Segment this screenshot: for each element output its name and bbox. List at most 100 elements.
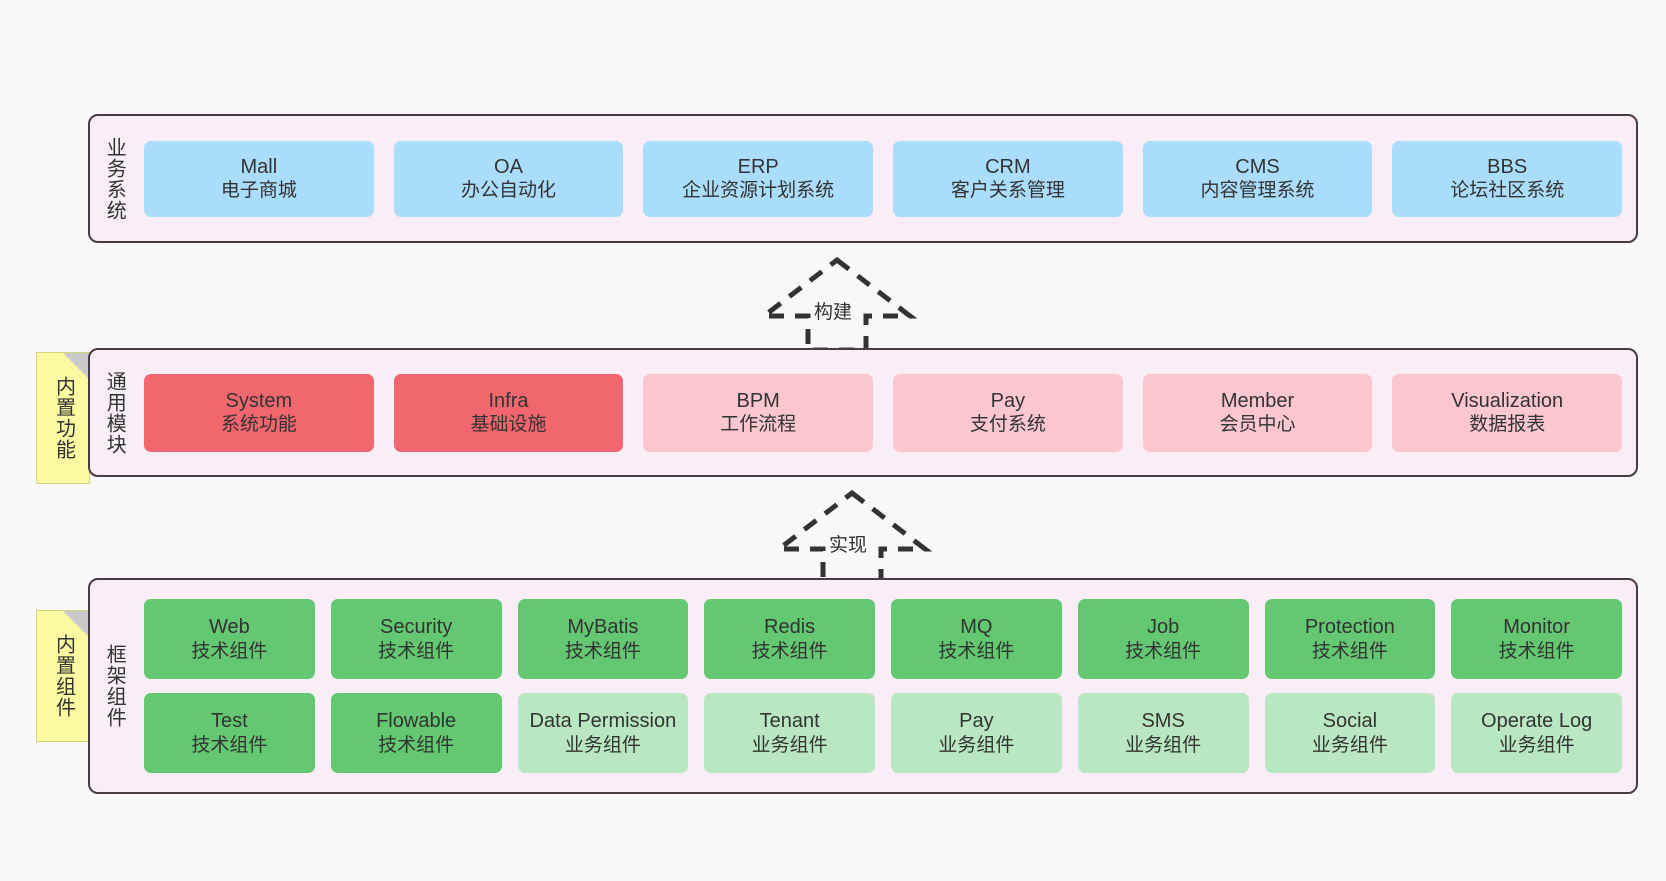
node-mybatis[interactable]: MyBatis 技术组件 <box>517 599 689 679</box>
layer-business-systems: 业务系统 Mall 电子商城 OA 办公自动化 ERP 企业资源计划系统 CRM… <box>88 114 1638 243</box>
node-flowable[interactable]: Flowable 技术组件 <box>330 693 502 773</box>
node-row: Web 技术组件 Security 技术组件 MyBatis 技术组件 Redi… <box>144 599 1622 679</box>
node-infra[interactable]: Infra 基础设施 <box>393 373 624 452</box>
node-label-en: Test <box>211 710 248 733</box>
note-text: 内置功能 <box>52 376 75 460</box>
node-visualization[interactable]: Visualization 数据报表 <box>1392 373 1623 452</box>
node-label-en: Data Permission <box>529 710 677 733</box>
node-label-en: Redis <box>764 616 816 639</box>
folded-corner-icon <box>63 611 89 637</box>
node-label-cn: 业务组件 <box>938 734 1015 756</box>
node-label-cn: 技术组件 <box>751 640 828 662</box>
node-row: Test 技术组件 Flowable 技术组件 Data Permission … <box>144 693 1622 773</box>
layer-title-framework: 框架组件 <box>103 644 126 728</box>
node-label-en: Job <box>1147 616 1180 639</box>
node-label-en: ERP <box>737 155 779 178</box>
node-label-cn: 业务组件 <box>751 734 828 756</box>
node-label-cn: 论坛社区系统 <box>1450 180 1565 202</box>
node-row: System 系统功能 Infra 基础设施 BPM 工作流程 Pay 支付系统… <box>144 373 1623 452</box>
node-social[interactable]: Social 业务组件 <box>1264 693 1436 773</box>
node-job[interactable]: Job 技术组件 <box>1077 599 1249 679</box>
node-bbs[interactable]: BBS 论坛社区系统 <box>1392 140 1623 217</box>
node-label-cn: 电子商城 <box>220 180 297 202</box>
node-label-en: Operate Log <box>1481 710 1593 733</box>
node-cms[interactable]: CMS 内容管理系统 <box>1142 140 1373 217</box>
node-label-cn: 技术组件 <box>938 640 1015 662</box>
node-label-en: Security <box>380 616 453 639</box>
node-label-en: Pay <box>990 389 1026 412</box>
node-test[interactable]: Test 技术组件 <box>144 693 315 773</box>
node-label-en: System <box>225 389 293 412</box>
node-pay-component[interactable]: Pay 业务组件 <box>891 693 1062 773</box>
node-bpm[interactable]: BPM 工作流程 <box>643 373 874 452</box>
layer-body-framework: Web 技术组件 Security 技术组件 MyBatis 技术组件 Redi… <box>138 580 1636 792</box>
node-label-cn: 技术组件 <box>191 734 268 756</box>
node-label-cn: 内容管理系统 <box>1200 180 1315 202</box>
note-builtin-component: 内置组件 <box>36 610 90 742</box>
node-sms[interactable]: SMS 业务组件 <box>1077 693 1249 773</box>
node-label-cn: 支付系统 <box>969 414 1046 436</box>
node-label-en: BPM <box>736 389 780 412</box>
node-label-cn: 业务组件 <box>1311 734 1388 756</box>
node-label-cn: 客户关系管理 <box>950 180 1065 202</box>
node-label-en: Social <box>1322 710 1378 733</box>
node-label-en: Monitor <box>1503 616 1570 639</box>
arrow-implement: 实现 <box>757 487 947 587</box>
node-protection[interactable]: Protection 技术组件 <box>1264 599 1436 679</box>
node-label-en: Tenant <box>759 710 820 733</box>
node-security[interactable]: Security 技术组件 <box>330 599 502 679</box>
layer-body-modules: System 系统功能 Infra 基础设施 BPM 工作流程 Pay 支付系统… <box>138 350 1636 475</box>
arrow-build: 构建 <box>742 254 932 354</box>
node-mall[interactable]: Mall 电子商城 <box>144 140 374 217</box>
node-label-en: CMS <box>1235 155 1280 178</box>
node-label-en: Flowable <box>376 710 457 733</box>
node-label-cn: 技术组件 <box>191 640 268 662</box>
node-label-cn: 技术组件 <box>378 640 455 662</box>
node-label-en: Infra <box>488 389 529 412</box>
node-label-cn: 技术组件 <box>1498 640 1575 662</box>
node-label-cn: 业务组件 <box>1498 734 1575 756</box>
node-data-permission[interactable]: Data Permission 业务组件 <box>517 693 689 773</box>
node-system[interactable]: System 系统功能 <box>144 373 374 452</box>
node-pay-module[interactable]: Pay 支付系统 <box>893 373 1123 452</box>
node-operate-log[interactable]: Operate Log 业务组件 <box>1451 693 1622 773</box>
node-crm[interactable]: CRM 客户关系管理 <box>893 140 1123 217</box>
node-label-cn: 技术组件 <box>1125 640 1202 662</box>
dashed-up-arrow-icon <box>771 489 933 586</box>
node-label-cn: 办公自动化 <box>461 180 557 202</box>
node-web[interactable]: Web 技术组件 <box>144 599 315 679</box>
arrow-label-implement: 实现 <box>829 535 868 556</box>
node-label-en: MQ <box>960 616 993 639</box>
folded-corner-icon <box>63 353 89 379</box>
node-label-en: Web <box>208 616 250 639</box>
node-label-cn: 会员中心 <box>1219 414 1296 436</box>
note-builtin-function: 内置功能 <box>36 352 90 484</box>
node-label-cn: 基础设施 <box>470 414 547 436</box>
node-label-cn: 技术组件 <box>564 640 641 662</box>
layer-body-business: Mall 电子商城 OA 办公自动化 ERP 企业资源计划系统 CRM 客户关系… <box>138 116 1636 241</box>
node-label-cn: 技术组件 <box>1311 640 1388 662</box>
node-oa[interactable]: OA 办公自动化 <box>393 140 624 217</box>
node-label-en: Member <box>1220 389 1295 412</box>
node-label-cn: 企业资源计划系统 <box>682 180 835 202</box>
node-erp[interactable]: ERP 企业资源计划系统 <box>643 140 874 217</box>
node-redis[interactable]: Redis 技术组件 <box>704 599 875 679</box>
dashed-up-arrow-icon <box>756 256 918 353</box>
node-label-cn: 业务组件 <box>564 734 641 756</box>
layer-title-business: 业务系统 <box>103 136 126 221</box>
node-label-en: Mall <box>240 155 278 178</box>
node-monitor[interactable]: Monitor 技术组件 <box>1451 599 1622 679</box>
node-label-cn: 技术组件 <box>378 734 455 756</box>
node-label-en: BBS <box>1487 155 1528 178</box>
node-label-en: Visualization <box>1451 389 1564 412</box>
node-label-en: CRM <box>985 155 1031 178</box>
node-tenant[interactable]: Tenant 业务组件 <box>704 693 875 773</box>
node-label-en: Protection <box>1304 616 1395 639</box>
layer-common-modules: 通用模块 System 系统功能 Infra 基础设施 BPM 工作流程 Pay… <box>88 348 1638 477</box>
arrow-label-build: 构建 <box>814 302 853 323</box>
node-row: Mall 电子商城 OA 办公自动化 ERP 企业资源计划系统 CRM 客户关系… <box>144 140 1623 217</box>
layer-title-modules: 通用模块 <box>103 370 126 455</box>
node-member[interactable]: Member 会员中心 <box>1142 373 1373 452</box>
node-label-en: OA <box>494 155 523 178</box>
node-mq[interactable]: MQ 技术组件 <box>891 599 1062 679</box>
